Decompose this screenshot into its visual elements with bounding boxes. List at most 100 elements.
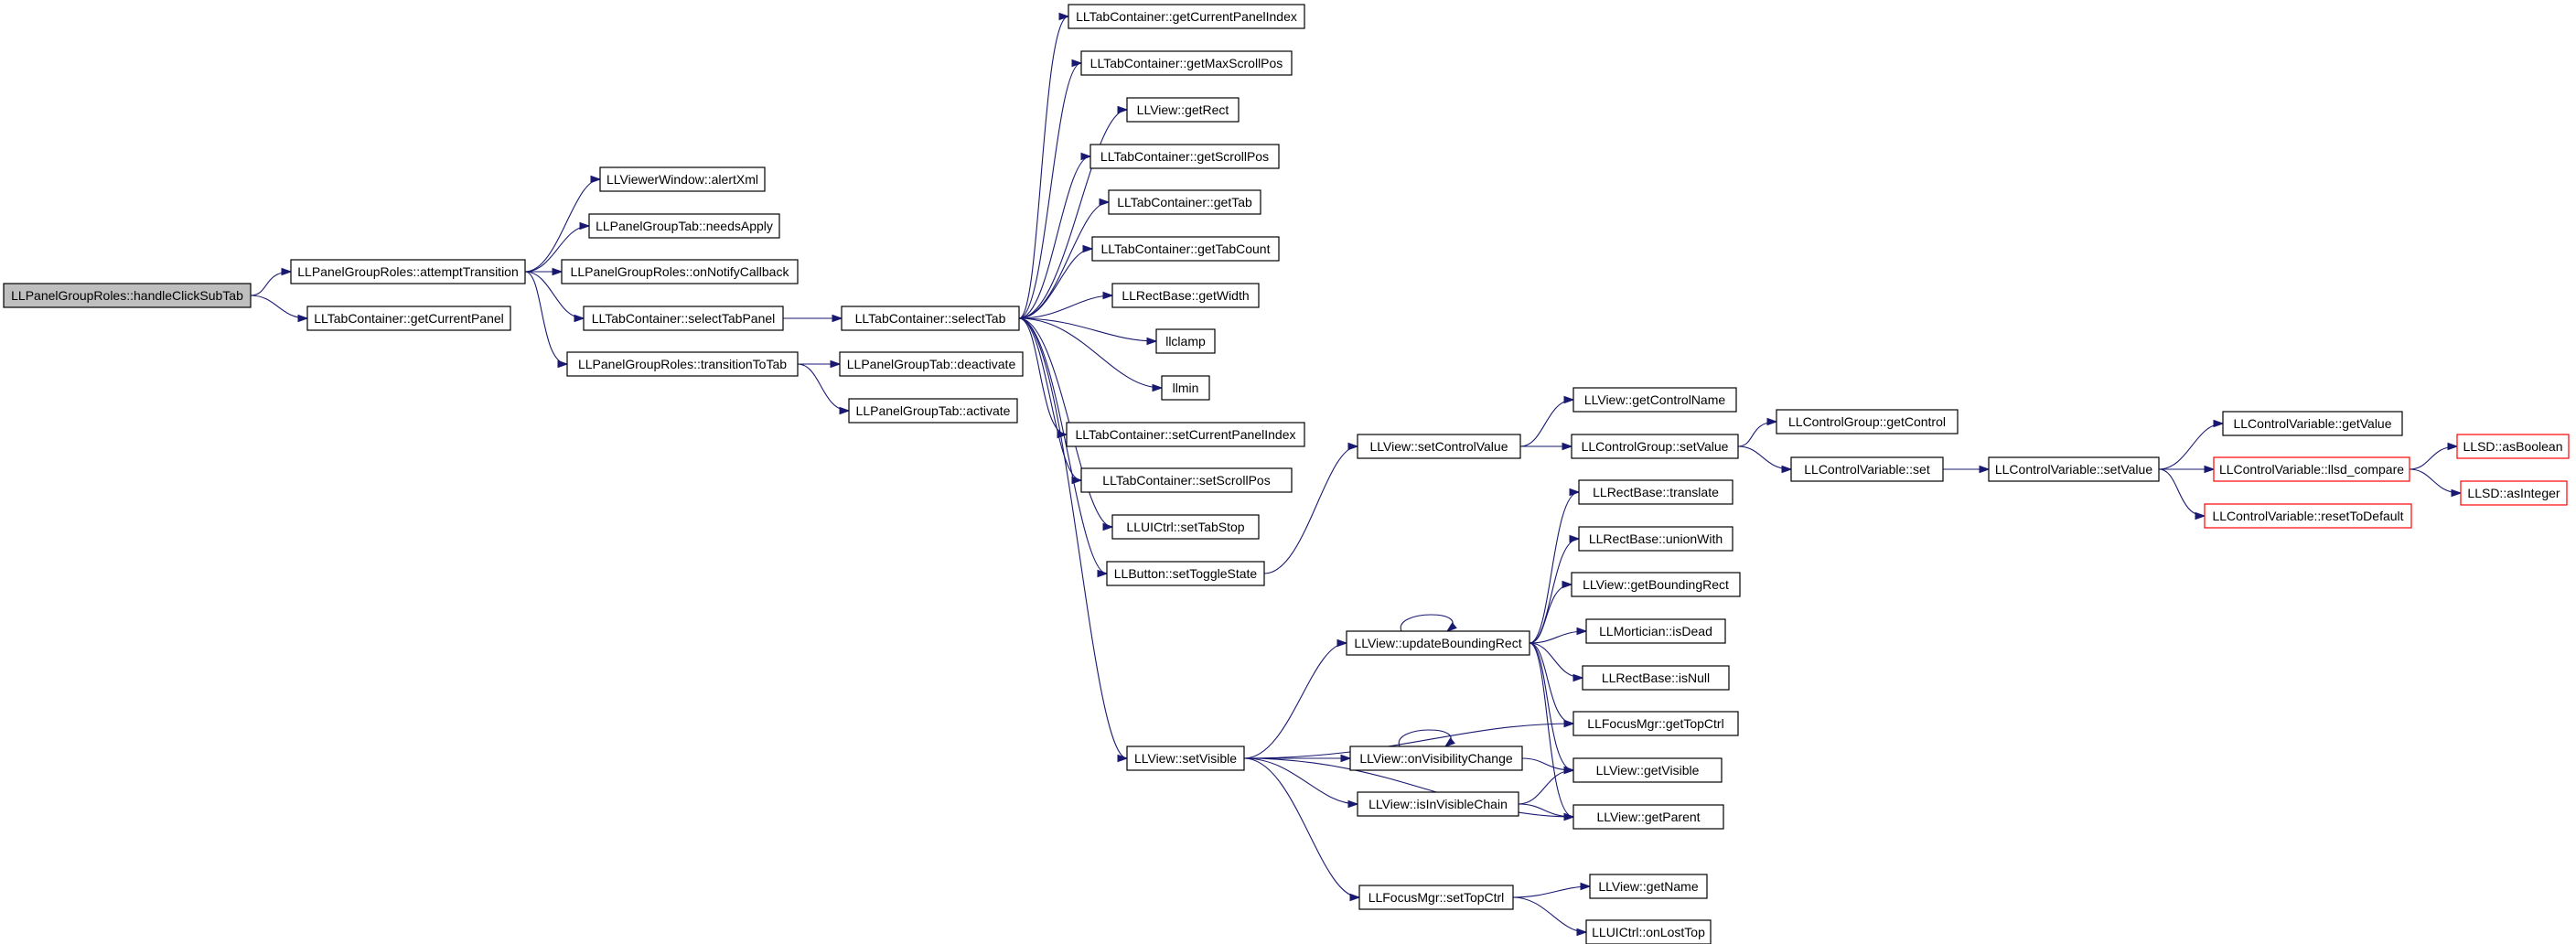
node-llpanelgrouptab-deactivate[interactable]: LLPanelGroupTab::deactivate (839, 351, 1024, 377)
node-llmortician-isdead[interactable]: LLMortician::isDead (1585, 618, 1726, 644)
edge-lltabcontainer-selecttab-to-lltabcontainer-getscrollpos (1018, 156, 1091, 319)
edge-arrowhead (1563, 766, 1575, 775)
node-label: LLPanelGroupRoles::handleClickSubTab (11, 288, 243, 303)
node-label: llmin (1173, 381, 1199, 395)
edge-arrowhead (574, 314, 585, 323)
node-box (1571, 572, 1741, 597)
node-lluictrl-settabstop[interactable]: LLUICtrl::setTabStop (1111, 514, 1260, 540)
node-label: LLPanelGroupRoles::transitionToTab (578, 357, 787, 371)
node-label: LLRectBase::unionWith (1589, 531, 1723, 546)
node-llsd-asboolean[interactable]: LLSD::asBoolean (2456, 434, 2570, 459)
node-llrectbase-translate[interactable]: LLRectBase::translate (1578, 479, 1733, 505)
edge-arrowhead (1117, 754, 1129, 763)
node-box (1111, 514, 1260, 540)
node-label: LLPanelGroupTab::activate (856, 403, 1011, 418)
edge-arrowhead (1347, 799, 1359, 809)
node-lltabcontainer-getcurrentpanelindex[interactable]: LLTabContainer::getCurrentPanelIndex (1068, 4, 1305, 29)
node-box (1091, 236, 1280, 262)
node-llview-getcontrolname[interactable]: LLView::getControlName (1572, 387, 1737, 413)
node-label: LLPanelGroupTab::needsApply (596, 219, 773, 233)
edge-arrowhead (1347, 442, 1359, 451)
edge-arrowhead (2451, 488, 2463, 498)
node-label: LLTabContainer::selectTabPanel (592, 311, 776, 326)
node-llrectbase-getwidth[interactable]: LLRectBase::getWidth (1111, 283, 1260, 308)
node-label: LLControlVariable::set (1804, 462, 1930, 477)
node-llcontrolgroup-getcontrol[interactable]: LLControlGroup::getControl (1776, 409, 1959, 434)
edge-llpanelgrouproles-handleclicksubtab-to-llpanelgrouproles-attempttransition (250, 271, 292, 296)
node-lltabcontainer-gettabcount[interactable]: LLTabContainer::getTabCount (1091, 236, 1280, 262)
edge-arrowhead (1562, 580, 1573, 589)
node-label: LLRectBase::translate (1593, 485, 1719, 499)
node-label: LLView::getRect (1137, 102, 1229, 117)
node-box (1578, 479, 1733, 505)
node-llcontrolvariable-llsd-compare[interactable]: LLControlVariable::llsd_compare (2213, 456, 2410, 482)
node-label: LLSD::asInteger (2467, 486, 2560, 500)
node-box (2213, 456, 2410, 482)
node-llpanelgrouproles-transitiontotab[interactable]: LLPanelGroupRoles::transitionToTab (566, 351, 799, 377)
node-lltabcontainer-selecttabpanel[interactable]: LLTabContainer::selectTabPanel (583, 306, 784, 331)
node-llpanelgrouproles-onnotifycallback[interactable]: LLPanelGroupRoles::onNotifyCallback (561, 259, 799, 284)
edge-arrowhead (1563, 719, 1575, 728)
node-label: LLControlGroup::getControl (1788, 414, 1946, 429)
node-llview-getvisible[interactable]: LLView::getVisible (1572, 757, 1723, 783)
node-llcontrolvariable-setvalue[interactable]: LLControlVariable::setValue (1988, 456, 2160, 482)
node-label: LLTabContainer::getCurrentPanelIndex (1076, 9, 1297, 24)
node-llbutton-settogglestate[interactable]: LLButton::setToggleState (1106, 561, 1265, 586)
edge-arrowhead (1146, 337, 1158, 346)
node-box (1572, 387, 1737, 413)
edge-arrowhead (1117, 105, 1129, 114)
node-llsd-asinteger[interactable]: LLSD::asInteger (2460, 480, 2568, 506)
node-box (1357, 434, 1521, 459)
node-llfocusmgr-settopctrl[interactable]: LLFocusMgr::setTopCtrl (1358, 885, 1514, 910)
node-llview-getrect[interactable]: LLView::getRect (1126, 97, 1240, 123)
node-llcontrolgroup-setvalue[interactable]: LLControlGroup::setValue (1571, 434, 1739, 459)
node-lltabcontainer-setcurrentpanelindex[interactable]: LLTabContainer::setCurrentPanelIndex (1066, 422, 1305, 447)
node-box (1582, 665, 1730, 691)
node-lltabcontainer-selecttab[interactable]: LLTabContainer::selectTab (841, 306, 1020, 331)
node-llrectbase-unionwith[interactable]: LLRectBase::unionWith (1578, 526, 1733, 552)
node-llview-getparent[interactable]: LLView::getParent (1572, 804, 1724, 830)
node-label: LLTabContainer::getScrollPos (1100, 149, 1269, 164)
edge-llview-onvisibilitychange-to-llview-onvisibilitychange (1398, 729, 1452, 747)
node-lltabcontainer-getmaxscrollpos[interactable]: LLTabContainer::getMaxScrollPos (1080, 50, 1293, 76)
edge-arrowhead (1445, 622, 1457, 632)
node-box (2204, 503, 2412, 529)
node-llview-onvisibilitychange[interactable]: LLView::onVisibilityChange (1349, 746, 1523, 771)
node-llpanelgrouproles-attempttransition[interactable]: LLPanelGroupRoles::attemptTransition (290, 259, 526, 284)
node-llpanelgrouptab-needsapply[interactable]: LLPanelGroupTab::needsApply (588, 213, 780, 239)
node-llpanelgrouptab-activate[interactable]: LLPanelGroupTab::activate (848, 398, 1018, 424)
node-lltabcontainer-getcurrentpanel[interactable]: LLTabContainer::getCurrentPanel (306, 306, 511, 331)
edge-llview-setcontrolvalue-to-llview-getcontrolname (1519, 399, 1574, 447)
edge-llcontrolvariable-setvalue-to-llcontrolvariable-resettodefault (2158, 468, 2206, 517)
node-llmin[interactable]: llmin (1161, 375, 1210, 401)
node-llview-getboundingrect[interactable]: LLView::getBoundingRect (1571, 572, 1741, 597)
node-label: LLPanelGroupRoles::onNotifyCallback (571, 264, 790, 279)
node-label: LLView::setVisible (1134, 751, 1237, 766)
node-llcontrolvariable-set[interactable]: LLControlVariable::set (1790, 456, 1944, 482)
node-llview-setcontrolvalue[interactable]: LLView::setControlValue (1357, 434, 1521, 459)
node-lltabcontainer-gettab[interactable]: LLTabContainer::getTab (1108, 189, 1261, 215)
node-llview-setvisible[interactable]: LLView::setVisible (1126, 746, 1245, 771)
edge-llcontrolvariable-llsd-compare-to-llsd-asboolean (2409, 445, 2458, 470)
node-label: LLTabContainer::selectTab (855, 311, 1006, 326)
edge-arrowhead (832, 314, 843, 323)
node-llview-getname[interactable]: LLView::getName (1589, 874, 1708, 899)
node-label: LLTabContainer::setScrollPos (1102, 473, 1270, 488)
node-llcontrolvariable-resettodefault[interactable]: LLControlVariable::resetToDefault (2204, 503, 2412, 529)
node-label: LLView::getName (1598, 879, 1698, 894)
node-llclamp[interactable]: llclamp (1155, 328, 1216, 354)
node-llrectbase-isnull[interactable]: LLRectBase::isNull (1582, 665, 1730, 691)
node-label: LLUICtrl::setTabStop (1126, 520, 1244, 534)
node-llviewerwindow-alertxml[interactable]: LLViewerWindow::alertXml (599, 166, 766, 192)
edge-llfocusmgr-settopctrl-to-llview-getname (1512, 885, 1591, 898)
node-llpanelgrouproles-handleclicksubtab[interactable]: LLPanelGroupRoles::handleClickSubTab (3, 283, 252, 308)
edge-arrowhead (1071, 59, 1083, 68)
node-llfocusmgr-gettopctrl[interactable]: LLFocusMgr::getTopCtrl (1572, 711, 1739, 736)
node-lluictrl-onlosttop[interactable]: LLUICtrl::onLostTop (1585, 919, 1712, 944)
node-llview-updateboundingrect[interactable]: LLView::updateBoundingRect (1346, 630, 1530, 656)
node-box (1589, 874, 1708, 899)
node-llcontrolvariable-getvalue[interactable]: LLControlVariable::getValue (2222, 411, 2403, 436)
node-lltabcontainer-setscrollpos[interactable]: LLTabContainer::setScrollPos (1080, 467, 1293, 493)
node-llview-isinvisiblechain[interactable]: LLView::isInVisibleChain (1357, 791, 1519, 817)
node-lltabcontainer-getscrollpos[interactable]: LLTabContainer::getScrollPos (1089, 144, 1280, 169)
